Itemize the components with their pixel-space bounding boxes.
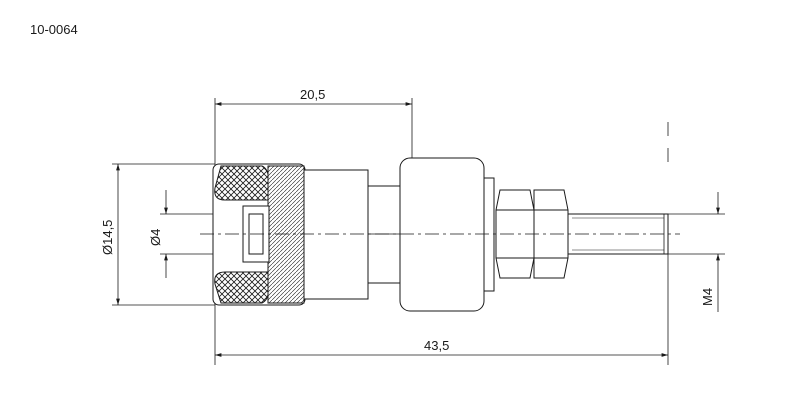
dimension-lines [116, 102, 720, 357]
dim-body-length: 20,5 [300, 87, 325, 102]
dim-thread: M4 [700, 288, 715, 306]
binding-post-body [212, 157, 669, 312]
dim-outer-diameter: Ø14,5 [100, 220, 115, 255]
dim-bore-diameter: Ø4 [148, 229, 163, 246]
dim-overall-length: 43,5 [424, 338, 449, 353]
part-number-label: 10-0064 [30, 22, 78, 37]
